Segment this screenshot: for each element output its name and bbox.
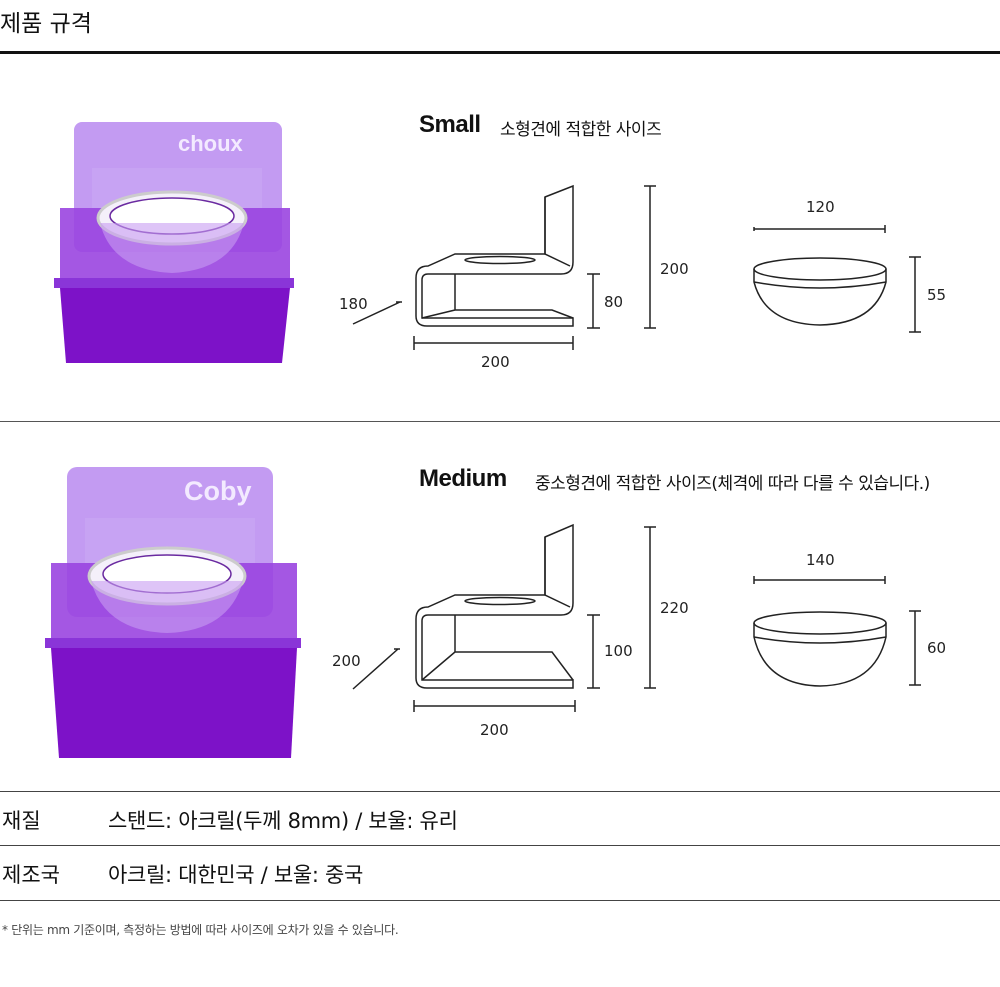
small-bowl-diagram bbox=[753, 225, 921, 333]
origin-label: 제조국 bbox=[2, 863, 60, 887]
medium-bowl-height-label: 60 bbox=[927, 639, 947, 657]
small-height-label: 200 bbox=[660, 260, 689, 278]
measurement-note: * 단위는 mm 기준이며, 측정하는 방법에 따라 사이즈에 오차가 있을 수… bbox=[2, 923, 399, 937]
material-value: 스탠드: 아크릴(두께 8mm) / 보울: 유리 bbox=[108, 809, 458, 833]
medium-height-label: 220 bbox=[660, 599, 689, 617]
page-title: 제품 규격 bbox=[0, 11, 92, 37]
medium-inner-height-label: 100 bbox=[604, 642, 633, 660]
small-bowl-height-label: 55 bbox=[927, 286, 947, 304]
small-inner-height-label: 80 bbox=[604, 293, 624, 311]
spec-row-divider bbox=[0, 845, 1000, 846]
small-size-name: Small bbox=[419, 111, 481, 138]
medium-size-name: Medium bbox=[419, 465, 507, 492]
medium-width-label: 200 bbox=[480, 721, 509, 739]
medium-brand-logo: Coby bbox=[184, 476, 252, 506]
medium-size-description: 중소형견에 적합한 사이즈(체격에 따라 다를 수 있습니다.) bbox=[535, 474, 930, 494]
small-depth-label: 180 bbox=[339, 295, 368, 313]
small-size-description: 소형견에 적합한 사이즈 bbox=[500, 120, 662, 140]
spec-table-bottom-border bbox=[0, 900, 1000, 901]
medium-bowl-diagram bbox=[753, 576, 921, 687]
small-stand-diagram bbox=[352, 184, 656, 350]
title-divider bbox=[0, 51, 1000, 54]
section-divider bbox=[0, 421, 1000, 422]
medium-bowl-diameter-label: 140 bbox=[806, 551, 835, 569]
medium-product-photo bbox=[45, 467, 301, 758]
origin-value: 아크릴: 대한민국 / 보울: 중국 bbox=[108, 863, 364, 887]
small-bowl-diameter-label: 120 bbox=[806, 198, 835, 216]
spec-table-top-border bbox=[0, 791, 1000, 792]
small-brand-logo: choux bbox=[178, 131, 243, 156]
small-width-label: 200 bbox=[481, 353, 510, 371]
material-label: 재질 bbox=[2, 809, 41, 833]
medium-depth-label: 200 bbox=[332, 652, 361, 670]
medium-stand-diagram bbox=[352, 523, 656, 712]
small-product-photo bbox=[54, 122, 294, 363]
